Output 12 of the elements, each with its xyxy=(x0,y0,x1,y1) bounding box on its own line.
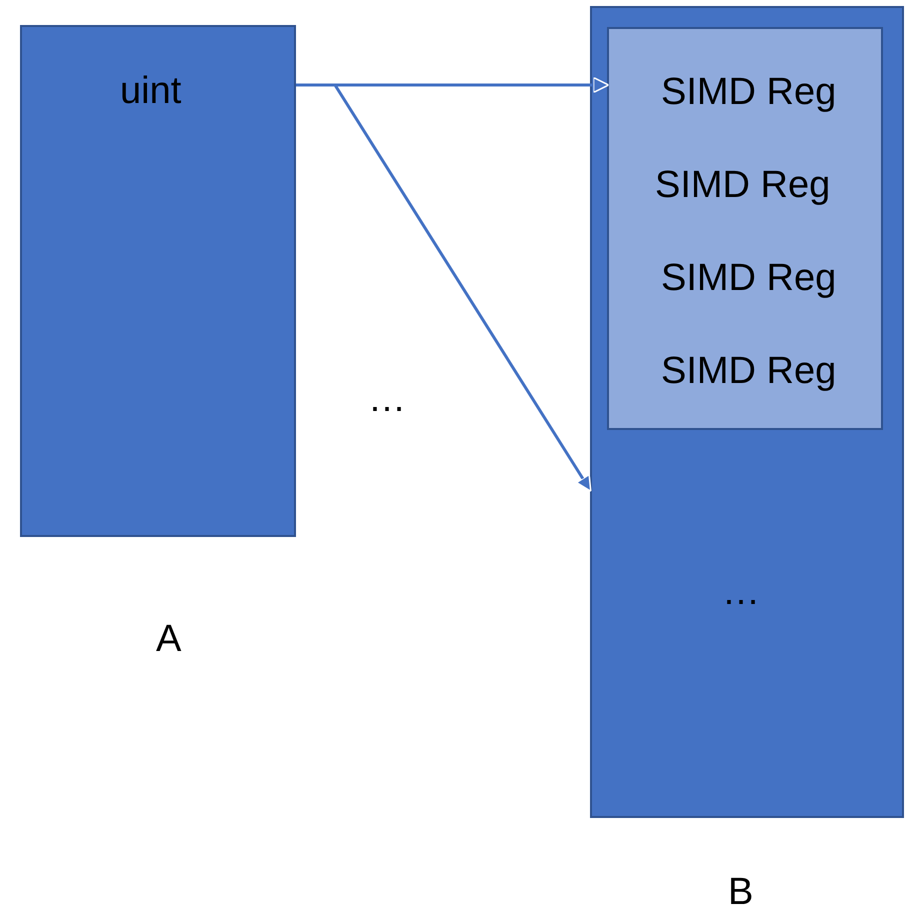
register-label: SIMD Reg xyxy=(661,73,836,111)
block-caption: A xyxy=(156,620,182,658)
block-caption: B xyxy=(728,873,754,906)
memory-block xyxy=(20,25,296,537)
ellipsis: … xyxy=(722,573,760,611)
ellipsis: … xyxy=(368,380,406,418)
register-label: SIMD Reg xyxy=(661,352,836,390)
register-label: SIMD Reg xyxy=(661,259,836,297)
type-label: uint xyxy=(120,72,182,110)
register-label: SIMD Reg xyxy=(655,166,830,204)
memory-block xyxy=(590,6,904,818)
register-group-box xyxy=(607,27,883,430)
